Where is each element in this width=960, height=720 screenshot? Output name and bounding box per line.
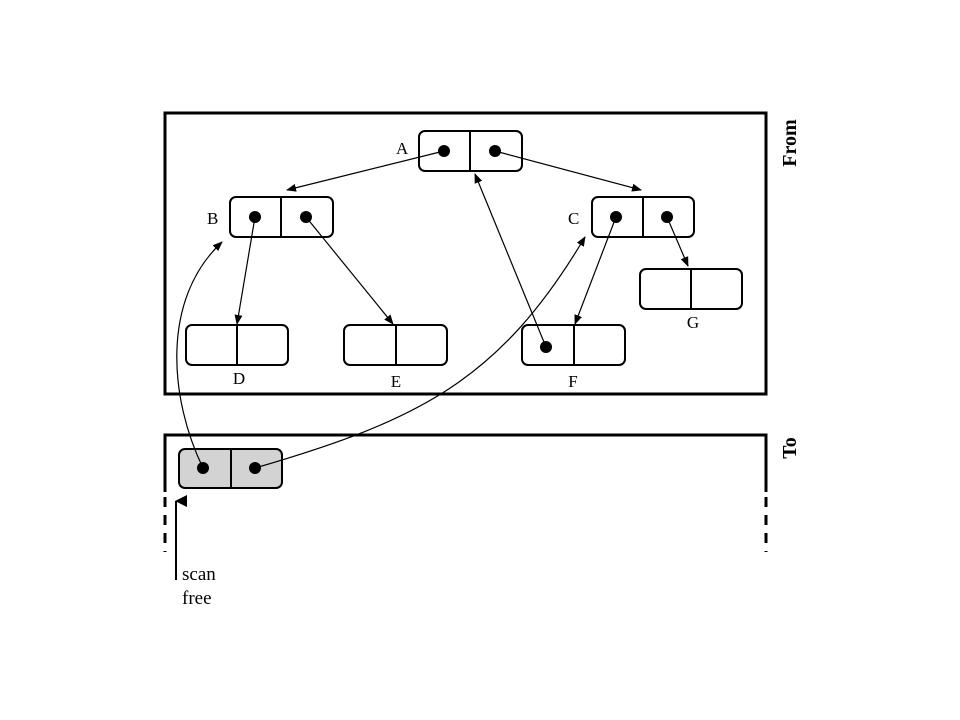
arrow-b-to-e [305, 216, 394, 325]
arrow-c-to-g [666, 216, 689, 267]
node-f [521, 324, 626, 366]
node-d [185, 324, 289, 366]
node-d-label: D [233, 369, 245, 388]
scan-label: scan [182, 564, 216, 585]
node-e-label: E [391, 372, 401, 391]
arrow-f-to-a [474, 173, 547, 348]
arrow-copy-to-b [176, 241, 223, 469]
arrow-c-to-f [574, 216, 617, 325]
node-a [418, 130, 523, 172]
node-c [591, 196, 695, 238]
arrow-a-to-c [494, 150, 642, 192]
from-space-box [163, 111, 768, 396]
from-space-label: From [779, 119, 801, 167]
node-c-label: C [568, 209, 579, 228]
arrow-b-to-d [234, 216, 256, 325]
node-g-label: G [687, 313, 699, 332]
node-g [639, 268, 743, 310]
arrow-a-to-b [286, 150, 445, 192]
node-a-label: A [396, 139, 409, 158]
to-space-box [163, 433, 768, 492]
to-space-label: To [779, 437, 801, 459]
copied-node-a [178, 448, 283, 489]
node-f-label: F [568, 372, 577, 391]
node-e [343, 324, 448, 366]
node-b-label: B [207, 209, 218, 228]
arrow-copy-to-c [254, 236, 586, 469]
free-label: free [182, 588, 212, 609]
